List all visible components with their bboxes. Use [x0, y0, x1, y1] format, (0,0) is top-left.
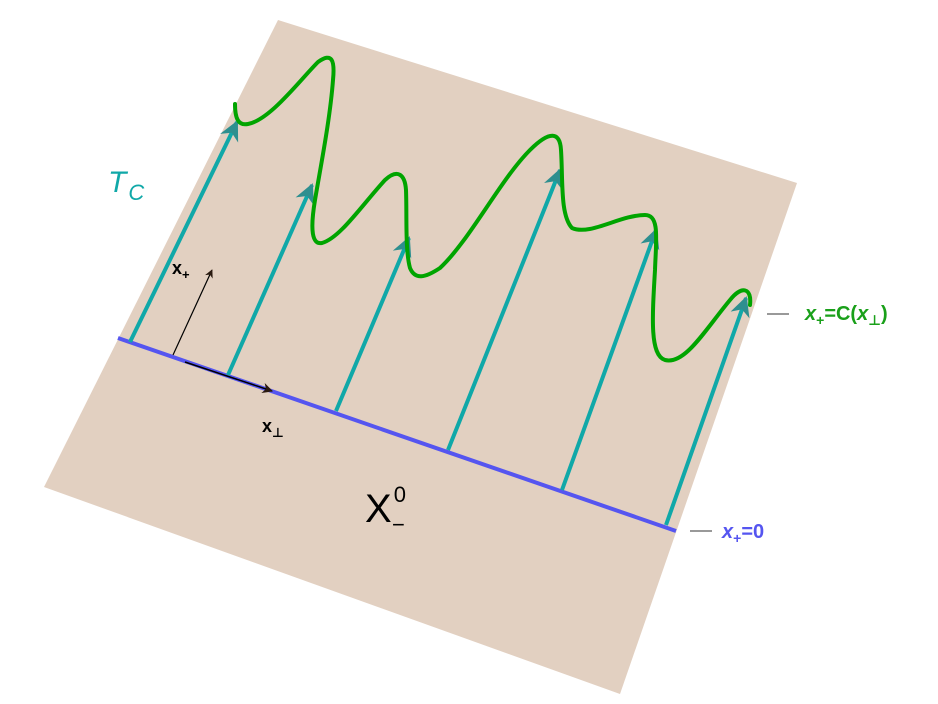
surface-plane — [44, 20, 797, 694]
surface-label: X0− — [365, 482, 406, 537]
x-perp-axis-arrow — [184, 361, 273, 393]
null-line-label: x+=0 — [721, 521, 764, 546]
generator-arrows — [128, 120, 750, 526]
generator-arrow — [226, 183, 314, 376]
generators-label: TC — [108, 166, 144, 205]
generator-arrow — [664, 296, 750, 526]
curve-label: x+=C(x⊥) — [804, 303, 888, 328]
x-perp-axis-label: x⊥ — [262, 416, 284, 440]
x-plus-axis-arrow — [172, 269, 213, 356]
generator-arrow — [560, 228, 660, 491]
generator-arrow — [334, 236, 412, 412]
cut-curve — [233, 55, 753, 363]
generator-arrow — [446, 168, 563, 451]
generator-arrow — [128, 120, 239, 343]
x-plus-axis-label: x+ — [172, 258, 190, 282]
